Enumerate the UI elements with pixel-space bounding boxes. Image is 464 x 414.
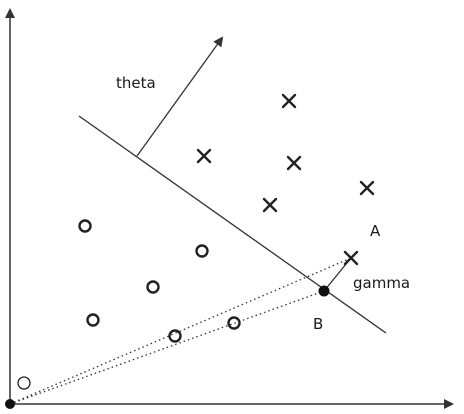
projection-to-a bbox=[9, 257, 352, 405]
x-mark bbox=[196, 148, 212, 164]
o-mark bbox=[78, 219, 92, 233]
point-b-label: B bbox=[313, 315, 324, 333]
theta-vector bbox=[136, 36, 224, 157]
o-mark bbox=[17, 376, 31, 390]
x-mark bbox=[262, 197, 278, 213]
point-a-label: A bbox=[370, 222, 381, 240]
theta-label: theta bbox=[116, 74, 156, 92]
o-mark bbox=[86, 313, 100, 327]
o-mark bbox=[146, 280, 160, 294]
origin-point bbox=[5, 399, 15, 409]
o-mark bbox=[168, 329, 182, 343]
positive-class-marks bbox=[196, 93, 375, 266]
point-b bbox=[318, 285, 330, 297]
negative-class-marks bbox=[17, 219, 241, 390]
gamma-label: gamma bbox=[353, 274, 411, 292]
x-mark bbox=[281, 93, 297, 109]
x-mark bbox=[286, 155, 302, 171]
o-mark bbox=[227, 316, 241, 330]
projection-to-b bbox=[9, 290, 325, 405]
o-mark bbox=[195, 244, 209, 258]
x-mark-point-a bbox=[343, 250, 359, 266]
x-mark bbox=[359, 180, 375, 196]
decision-boundary bbox=[78, 115, 387, 334]
